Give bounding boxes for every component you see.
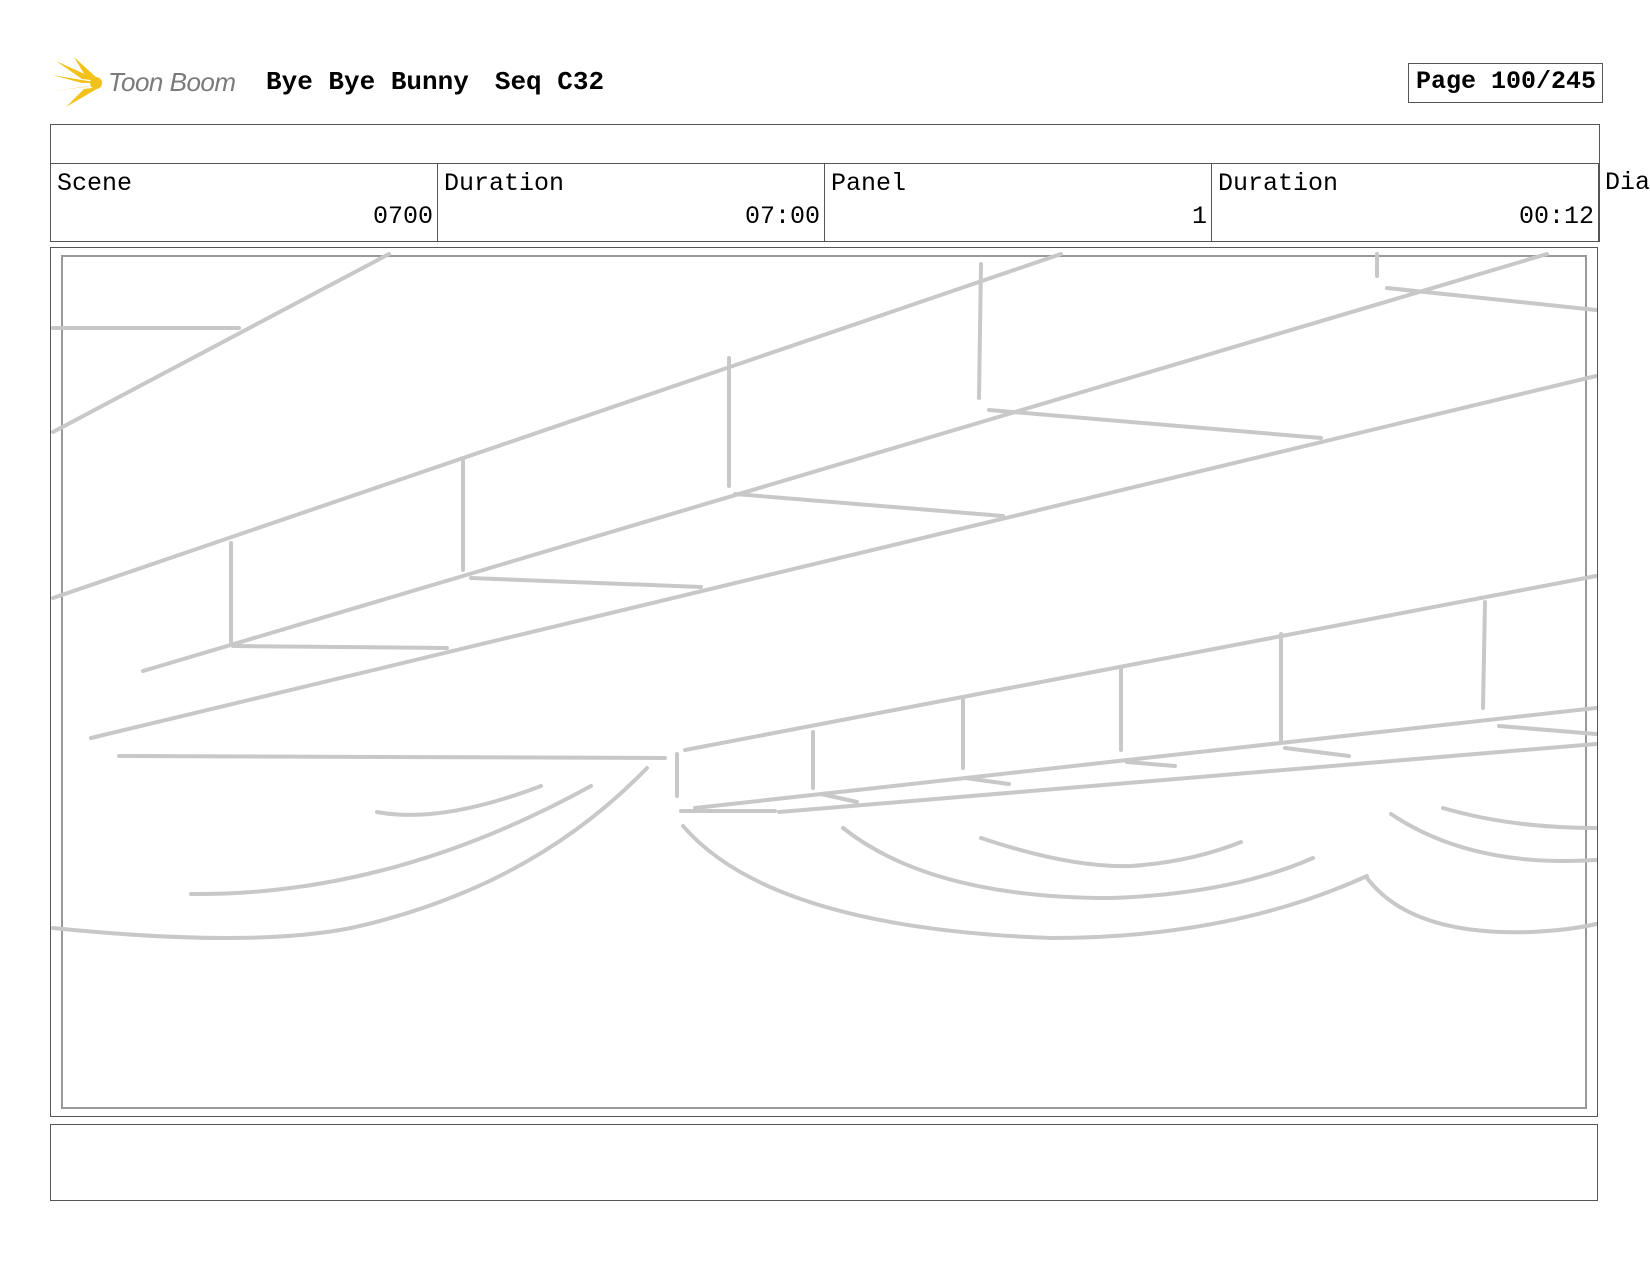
action-notes-box bbox=[50, 1124, 1598, 1201]
panel-frame bbox=[61, 255, 1587, 1109]
storyboard-title: Bye Bye Bunny Seq C32 bbox=[266, 67, 604, 97]
panel-duration-cell: Duration 00:12 bbox=[1212, 164, 1599, 241]
toon-boom-logo: Toon Boom bbox=[52, 55, 252, 111]
scene-cell: Scene 0700 bbox=[51, 164, 438, 241]
page-indicator: Page 100/245 bbox=[1408, 63, 1604, 103]
scene-value: 0700 bbox=[372, 202, 433, 231]
project-title: Bye Bye Bunny bbox=[266, 67, 469, 97]
logo-text: Toon Boom bbox=[108, 67, 236, 97]
header-blank-strip bbox=[50, 124, 1600, 163]
panel-duration-value: 00:12 bbox=[1518, 202, 1594, 231]
panel-sketch bbox=[51, 252, 1597, 941]
storyboard-header: Toon Boom Bye Bye Bunny Seq C32 Page 100/… bbox=[52, 55, 1604, 111]
panel-duration-label: Duration bbox=[1218, 169, 1339, 198]
panel-value: 1 bbox=[1191, 202, 1207, 231]
scene-label: Scene bbox=[57, 169, 133, 198]
panel-info-row: Scene 0700 Duration 07:00 Panel 1 Durati… bbox=[50, 163, 1600, 242]
sequence-label: Seq C32 bbox=[494, 67, 605, 97]
scene-duration-cell: Duration 07:00 bbox=[438, 164, 825, 241]
panel-label: Panel bbox=[831, 169, 907, 198]
starburst-icon bbox=[52, 57, 102, 107]
dialogue-label-truncated: Dia bbox=[1605, 168, 1650, 197]
panel-cell: Panel 1 bbox=[825, 164, 1212, 241]
storyboard-panel bbox=[50, 247, 1598, 1117]
scene-duration-value: 07:00 bbox=[744, 202, 820, 231]
scene-duration-label: Duration bbox=[444, 169, 565, 198]
